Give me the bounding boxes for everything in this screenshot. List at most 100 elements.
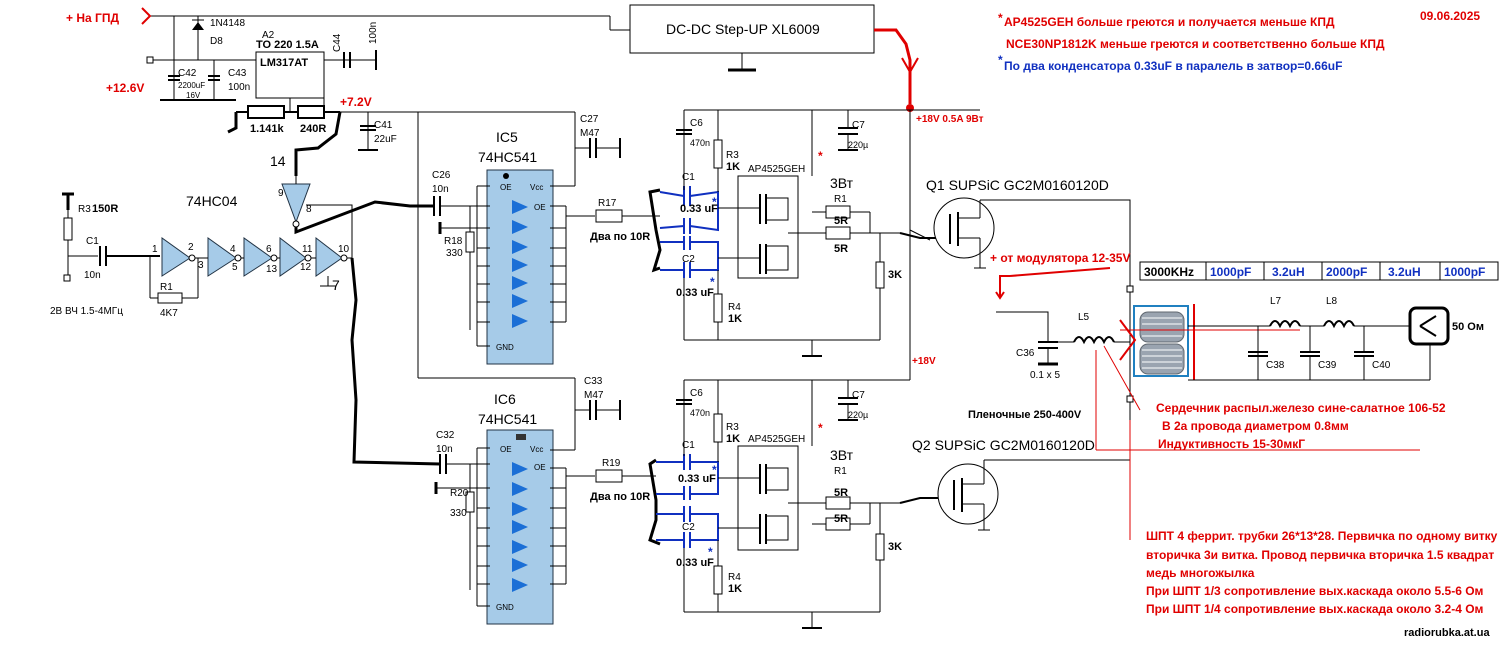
antenna-load-icon xyxy=(1408,306,1450,346)
u-r2v-label: 5R xyxy=(834,243,848,255)
u-cv1-label: 0.33 uF xyxy=(680,203,718,215)
c27-label: C27 xyxy=(580,114,599,125)
ic5-chip-label: 74HC541 xyxy=(478,149,537,165)
c36v-label: 0.1 x 5 xyxy=(1030,370,1060,381)
core-note-2: В 2а провода диаметром 0.8мм xyxy=(1162,419,1349,433)
ap4525-lower xyxy=(737,445,799,551)
v18top-label: +18V 0.5A 9Вт xyxy=(916,114,984,125)
c33-label: C33 xyxy=(584,376,603,387)
c32-label: C32 xyxy=(436,430,455,441)
film-label: Пленочные 250-400V xyxy=(968,409,1082,421)
osc-pin6: 6 xyxy=(266,244,272,255)
l-c6-label: C6 xyxy=(690,388,703,399)
r19-note: Два по 10R xyxy=(590,491,650,503)
filter-cell-3: 2000pF xyxy=(1326,265,1367,279)
c42-label: C42 xyxy=(178,68,197,79)
u-w-label: 3Вт xyxy=(830,175,854,191)
ic6-vcc: Vcc xyxy=(530,445,543,454)
d8-label: 1N4148 xyxy=(210,18,245,29)
c43-label: C43 xyxy=(228,68,247,79)
osc-pin5: 5 xyxy=(232,262,238,273)
dcdc-label: DC-DC Step-UP XL6009 xyxy=(666,21,820,37)
modulator-label: + от модулятора 12-35V xyxy=(990,251,1130,265)
note-star-1: * xyxy=(998,11,1003,25)
ic5-oe: OE xyxy=(500,183,512,192)
l-c7-label: C7 xyxy=(852,390,865,401)
v72-label: +7.2V xyxy=(340,95,372,109)
c42v-label: 2200uF xyxy=(178,81,205,90)
shpt-note-1: ШПТ 4 феррит. трубки 26*13*28. Первичка … xyxy=(1146,529,1498,543)
note-3: По два конденсатора 0.33uF в паралель в … xyxy=(1004,59,1342,73)
lm317-regulator xyxy=(255,51,325,99)
l-fet-star: * xyxy=(818,421,823,435)
c43v-label: 100n xyxy=(228,82,250,93)
ic6-label: IC6 xyxy=(494,391,516,407)
osc-pin14: 14 xyxy=(270,153,286,169)
shpt-note-5: При ШПТ 1/4 сопротивление вых.каскада ок… xyxy=(1146,602,1484,616)
c44-label: C44 xyxy=(332,33,343,52)
note-star-2: * xyxy=(998,53,1003,67)
osc-pin8: 8 xyxy=(306,204,312,215)
l-r1-label: R1 xyxy=(834,466,847,477)
to220-label: TO 220 1.5A xyxy=(256,39,319,51)
osc-r3v-label: 150R xyxy=(92,203,118,215)
c26v-label: 10n xyxy=(432,184,449,195)
l-cv2-label: 0.33 uF xyxy=(676,557,714,569)
ic6-gnd: GND xyxy=(496,603,514,612)
v18bot-label: +18V xyxy=(912,356,936,367)
q1-transistor xyxy=(933,197,1131,286)
l-r2v-label: 5R xyxy=(834,513,848,525)
l-fet-label: AP4525GEH xyxy=(748,434,805,445)
c26-label: C26 xyxy=(432,170,451,181)
lower-driver xyxy=(434,378,944,629)
osc-pin9: 9 xyxy=(278,188,284,199)
q2-label: Q2 SUPSiC GC2M0160120D xyxy=(912,437,1095,453)
c41v-label: 22uF xyxy=(374,134,397,145)
l-star2: * xyxy=(708,545,713,559)
core-note-3: Индуктивность 15-30мкГ xyxy=(1158,437,1305,451)
r17-note: Два по 10R xyxy=(590,231,650,243)
l-r4-label: R4 xyxy=(728,572,741,583)
osc-pin12: 12 xyxy=(300,262,312,273)
u-c7-label: C7 xyxy=(852,120,865,131)
c36-label: C36 xyxy=(1016,348,1035,359)
u-c6-label: C6 xyxy=(690,118,703,129)
shpt-note-4: При ШПТ 1/3 сопротивление вых.каскада ок… xyxy=(1146,584,1484,598)
l-r1v-label: 5R xyxy=(834,487,848,499)
c33v-label: M47 xyxy=(584,390,604,401)
r20-label: R20 xyxy=(450,488,469,499)
osc-input-label: 2В ВЧ 1.5-4МГц xyxy=(50,306,123,317)
ic6-oe: OE xyxy=(500,445,512,454)
c27v-label: M47 xyxy=(580,128,600,139)
r18v-label: 330 xyxy=(446,248,463,259)
v126-label: +12.6V xyxy=(106,81,144,95)
u-c2-label: C2 xyxy=(682,254,695,265)
shpt-note-2: вторичка 3и витка. Провод первичка втори… xyxy=(1146,548,1494,562)
gpd-label: + На ГПД xyxy=(66,11,119,25)
osc-pin10: 10 xyxy=(338,244,350,255)
filter-cell-1: 1000pF xyxy=(1210,265,1251,279)
ic5-gnd: GND xyxy=(496,343,514,352)
osc-r3-label: R3 xyxy=(78,204,91,215)
ohm-label: 50 Ом xyxy=(1452,321,1484,333)
ic6-chip-label: 74HC541 xyxy=(478,411,537,427)
osc-pin13: 13 xyxy=(266,264,278,275)
u-r1-label: R1 xyxy=(834,194,847,205)
u-r4v-label: 1K xyxy=(728,313,742,325)
r240-label: 240R xyxy=(300,123,326,135)
u-r3k-label: 3K xyxy=(888,269,902,281)
osc-pin4: 4 xyxy=(230,244,236,255)
osc-chip-label: 74HC04 xyxy=(186,193,238,209)
c39-label: C39 xyxy=(1318,360,1337,371)
u-r3-label: R3 xyxy=(726,150,739,161)
u-fet-star: * xyxy=(818,149,823,163)
l-c2-label: C2 xyxy=(682,522,695,533)
l-r3k-label: 3K xyxy=(888,541,902,553)
ic5-vcc: Vcc xyxy=(530,183,543,192)
l-r3-label: R3 xyxy=(726,422,739,433)
osc-r1v-label: 4K7 xyxy=(160,308,178,319)
osc-pin11: 11 xyxy=(302,244,313,255)
filter-cell-4: 3.2uH xyxy=(1388,265,1421,279)
filter-cell-0: 3000KHz xyxy=(1144,265,1194,279)
